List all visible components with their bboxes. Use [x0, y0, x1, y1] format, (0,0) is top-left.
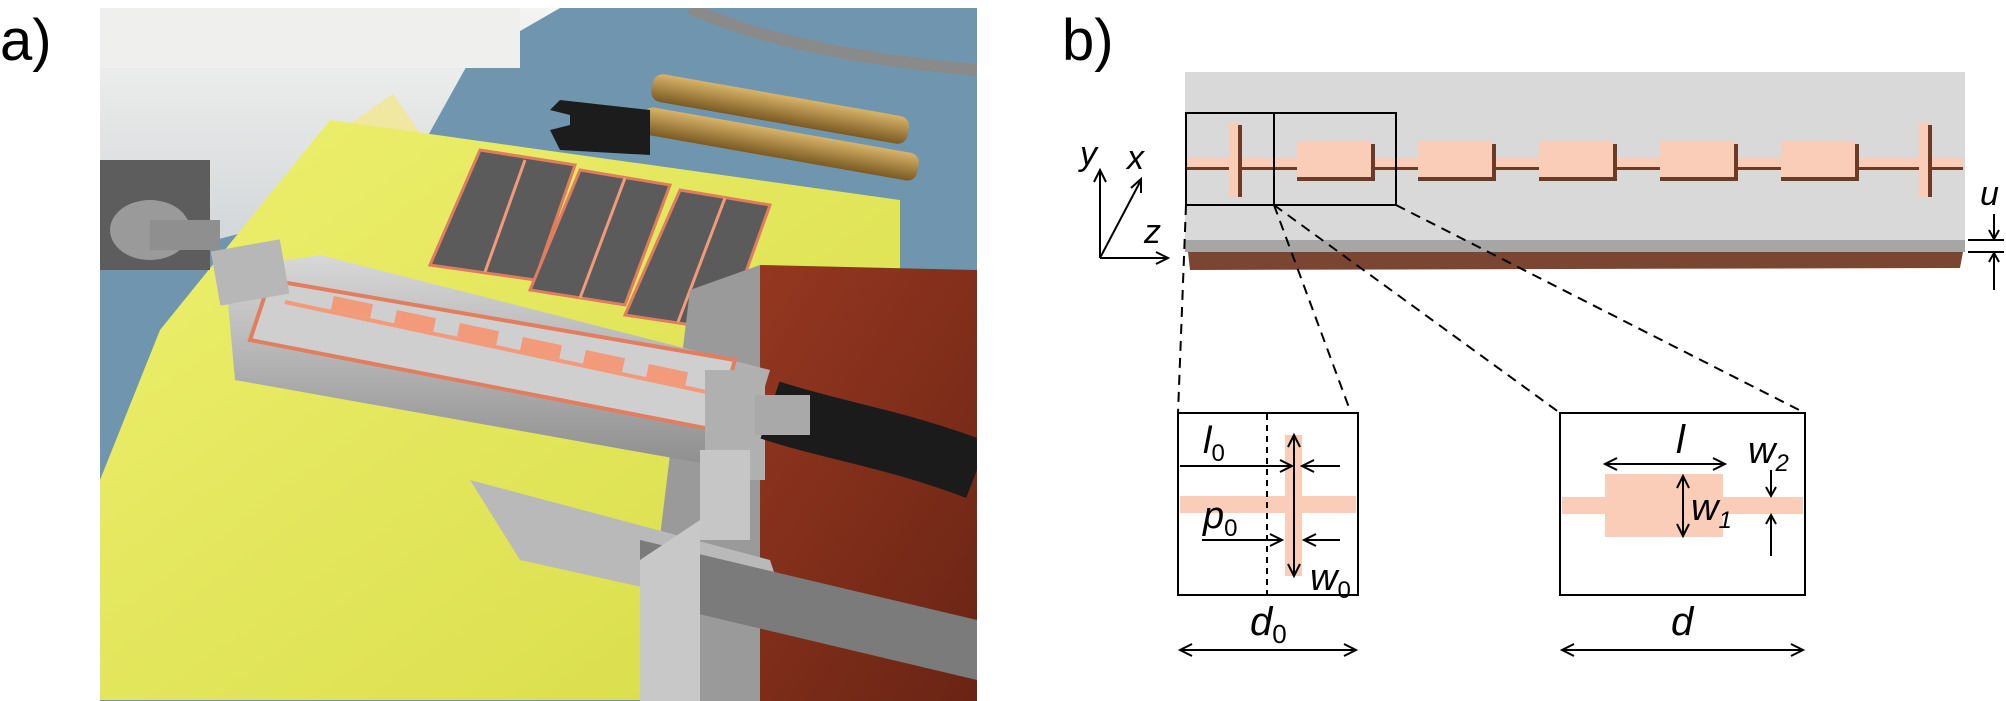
label-u: u [1980, 175, 1999, 213]
inset-patch-detail: l w1 w2 [1559, 412, 1806, 596]
label-w1: w1 [1691, 487, 1732, 534]
dimension-d [1559, 643, 1806, 657]
label-w2: w2 [1748, 430, 1789, 477]
label-l0: l0 [1203, 420, 1225, 467]
left-stub [1229, 122, 1242, 197]
coordinate-axes [1093, 167, 1171, 265]
label-d: d [1671, 600, 1695, 644]
panel-a-label: a) [0, 8, 52, 73]
axis-label-y: y [1078, 135, 1099, 173]
patches [1297, 141, 1859, 181]
microstrip-line [1187, 122, 1963, 197]
label-p0: p0 [1202, 495, 1238, 542]
right-stub [1919, 122, 1932, 197]
projection-lines [1177, 204, 1806, 414]
zoom-selection-boxes [1185, 112, 1397, 206]
inset-stub-detail: l0 p0 w0 [1177, 412, 1359, 604]
photo-panel [100, 8, 977, 701]
label-l: l [1676, 418, 1686, 462]
dimension-u [1968, 214, 2004, 290]
label-d0: d0 [1250, 600, 1287, 649]
label-w0: w0 [1310, 557, 1351, 604]
axis-label-z: z [1143, 213, 1161, 251]
panel-b-label: b) [1062, 8, 1114, 73]
dimension-d0 [1177, 643, 1359, 657]
axis-label-x: x [1125, 139, 1145, 177]
